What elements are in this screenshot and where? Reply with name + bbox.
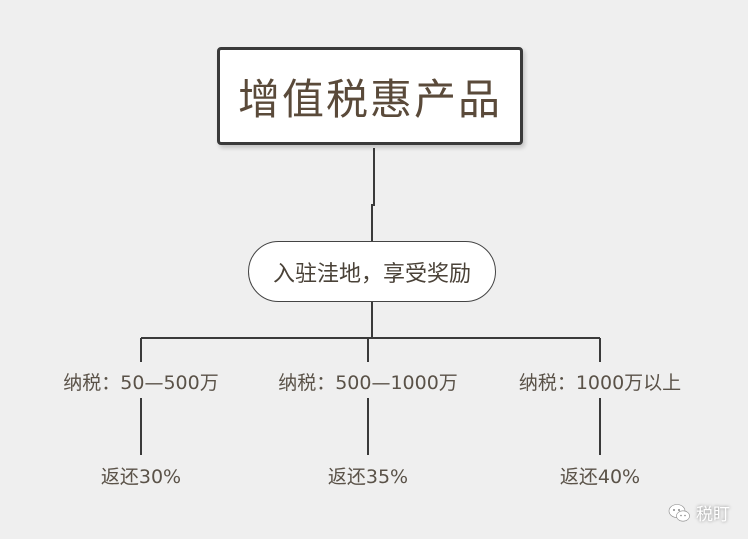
middle-node: 入驻洼地，享受奖励 [248, 241, 496, 302]
tier-condition-2: 纳税：500—1000万 [278, 372, 458, 394]
tier-condition-1: 纳税：50—500万 [63, 372, 219, 394]
root-node-label: 增值税惠产品 [237, 74, 502, 124]
tier-reward-2: 返还35% [327, 466, 409, 488]
wechat-icon [668, 503, 690, 521]
connector-root-middle [371, 148, 375, 241]
watermark-text: 税盯 [696, 505, 730, 525]
middle-node-label: 入驻洼地，享受奖励 [272, 261, 471, 287]
tier-reward-1: 返还30% [100, 466, 182, 488]
tier-condition-3: 纳税：1000万以上 [518, 372, 682, 394]
tier-reward-3: 返还40% [559, 466, 641, 488]
root-node: 增值税惠产品 [217, 47, 523, 145]
watermark: 税盯 [668, 500, 730, 525]
